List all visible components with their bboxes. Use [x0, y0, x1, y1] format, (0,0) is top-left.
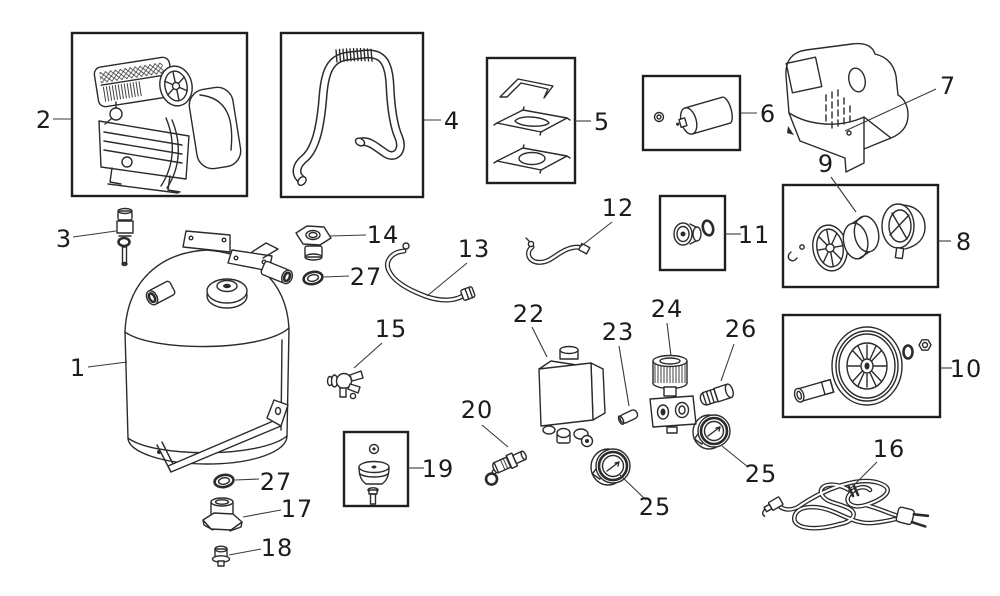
part-13-outlet-tube	[385, 242, 476, 303]
axle-nut	[918, 339, 932, 351]
callout-27-bottom: 27	[260, 468, 293, 496]
callout-25-left: 25	[639, 493, 672, 521]
callout-9: 9	[818, 150, 834, 178]
part-24-regulator	[649, 354, 697, 434]
box-part-8	[781, 183, 940, 289]
callout-7: 7	[940, 72, 956, 100]
tank-port-left	[145, 280, 176, 306]
o-ring	[701, 219, 715, 237]
part-8-air-filter-assembly	[787, 203, 926, 272]
callout-24: 24	[651, 295, 684, 323]
axle-bolt	[793, 378, 835, 403]
part-19-rubber-foot-kit	[358, 443, 390, 505]
part-1-air-tank	[124, 230, 294, 473]
callout-10: 10	[950, 355, 983, 383]
box-part-11	[658, 194, 727, 272]
callout-8: 8	[956, 228, 972, 256]
callout-16: 16	[873, 435, 906, 463]
part-27-seal-top	[302, 270, 324, 286]
tank-center-boss	[206, 278, 248, 309]
handle-bracket-right	[227, 249, 273, 272]
box-part-10	[781, 313, 942, 419]
handle-bracket-left	[182, 230, 231, 253]
callout-14: 14	[367, 221, 400, 249]
part-15-drain-valve	[326, 370, 364, 400]
part-27-seal-bottom	[213, 473, 235, 489]
leader-lines	[53, 88, 952, 556]
part-14-cap-nut	[295, 225, 332, 261]
cord-plug	[895, 506, 930, 528]
part-16-power-cord	[761, 478, 930, 531]
part-4-handle	[292, 47, 405, 187]
axle-washer	[902, 344, 914, 360]
part-6-capacitor	[653, 96, 733, 135]
callout-23: 23	[602, 318, 635, 346]
part-3-safety-valve	[116, 207, 134, 267]
wheel	[831, 326, 903, 406]
callout-1: 1	[70, 354, 86, 382]
filter-element	[842, 215, 880, 260]
callout-18: 18	[261, 534, 294, 562]
part-25-gauge-left	[590, 448, 631, 486]
callout-12: 12	[602, 194, 635, 222]
part-25-gauge-right	[692, 414, 731, 450]
callout-22: 22	[513, 300, 546, 328]
filter-housing	[881, 203, 926, 260]
callout-3: 3	[56, 225, 72, 253]
part-2-pump-motor-assembly	[93, 56, 242, 194]
callout-17: 17	[281, 495, 314, 523]
callout-25-right: 25	[745, 460, 778, 488]
filter-cover	[812, 224, 848, 272]
callout-2: 2	[36, 106, 52, 134]
part-23-spring	[617, 409, 639, 426]
part-22-pressure-switch	[538, 345, 606, 448]
callout-labels: 1 2 3 4 5 6 7 8 9 10 11 12 13 14 15 16 1…	[36, 72, 983, 562]
callout-13: 13	[458, 235, 491, 263]
cord-end	[761, 496, 784, 518]
callout-19: 19	[422, 455, 455, 483]
part-12-tube	[525, 237, 591, 265]
callout-5: 5	[594, 108, 610, 136]
tank-port-right	[260, 260, 294, 285]
callout-27-top: 27	[350, 263, 383, 291]
part-10-wheel-kit	[793, 326, 932, 406]
callout-26: 26	[725, 315, 758, 343]
box-part-19	[342, 430, 410, 508]
part-5-gasket-set	[493, 78, 571, 174]
callout-6: 6	[760, 100, 776, 128]
part-18-plug-bolt	[211, 545, 231, 567]
tank-foot-bracket	[156, 399, 289, 473]
box-part-4	[279, 31, 425, 199]
callout-15: 15	[375, 315, 408, 343]
part-11-check-valve	[673, 219, 715, 246]
callout-4: 4	[444, 107, 460, 135]
part-20-coupler	[484, 450, 527, 486]
callout-20: 20	[461, 396, 494, 424]
part-7-shroud	[785, 42, 909, 173]
part-17-drain-plug	[202, 497, 243, 532]
box-part-2	[70, 31, 249, 198]
callout-11: 11	[738, 221, 771, 249]
part-26-fitting	[699, 383, 734, 406]
